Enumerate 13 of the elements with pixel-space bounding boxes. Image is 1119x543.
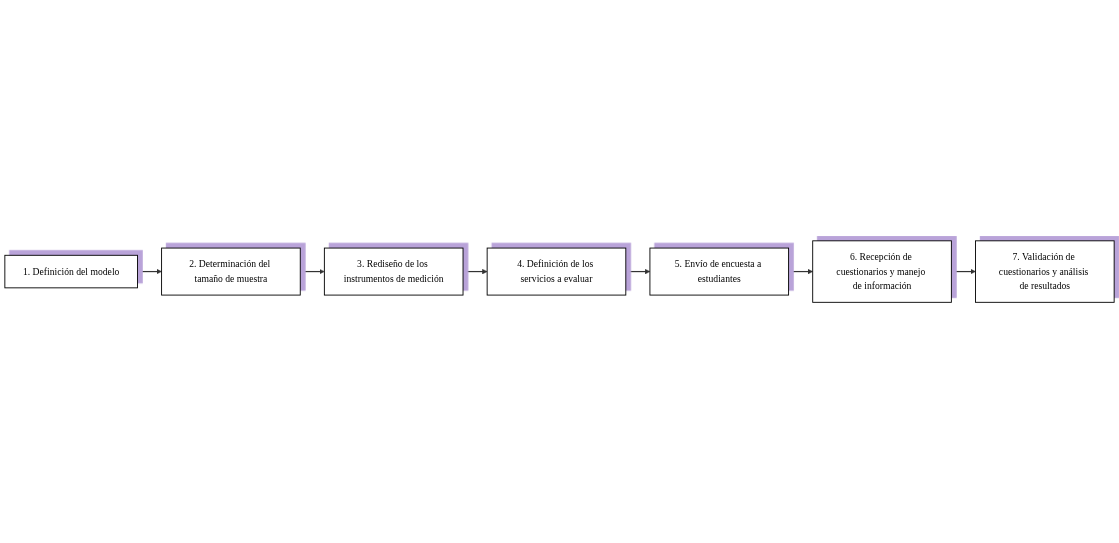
node-box: 4. Definición de los servicios a evaluar — [486, 247, 627, 296]
node-box: 1. Definición del modelo — [4, 254, 138, 289]
node-box: 6. Recepción de cuestionarios y manejo de información — [812, 240, 952, 303]
node-box: 2. Determinación del tamaño de muestra — [161, 247, 301, 296]
arrow — [950, 268, 976, 275]
arrow — [625, 268, 651, 275]
arrow — [136, 268, 162, 275]
arrow — [462, 268, 488, 275]
node-box: 7. Validación de cuestionarios y análisis de resultados — [975, 240, 1115, 303]
arrow — [788, 268, 813, 275]
arrow — [299, 268, 325, 275]
node-box: 5. Envío de encuesta a estudiantes — [649, 247, 790, 296]
node-box: 3. Rediseño de los instrumentos de medición — [323, 247, 464, 296]
